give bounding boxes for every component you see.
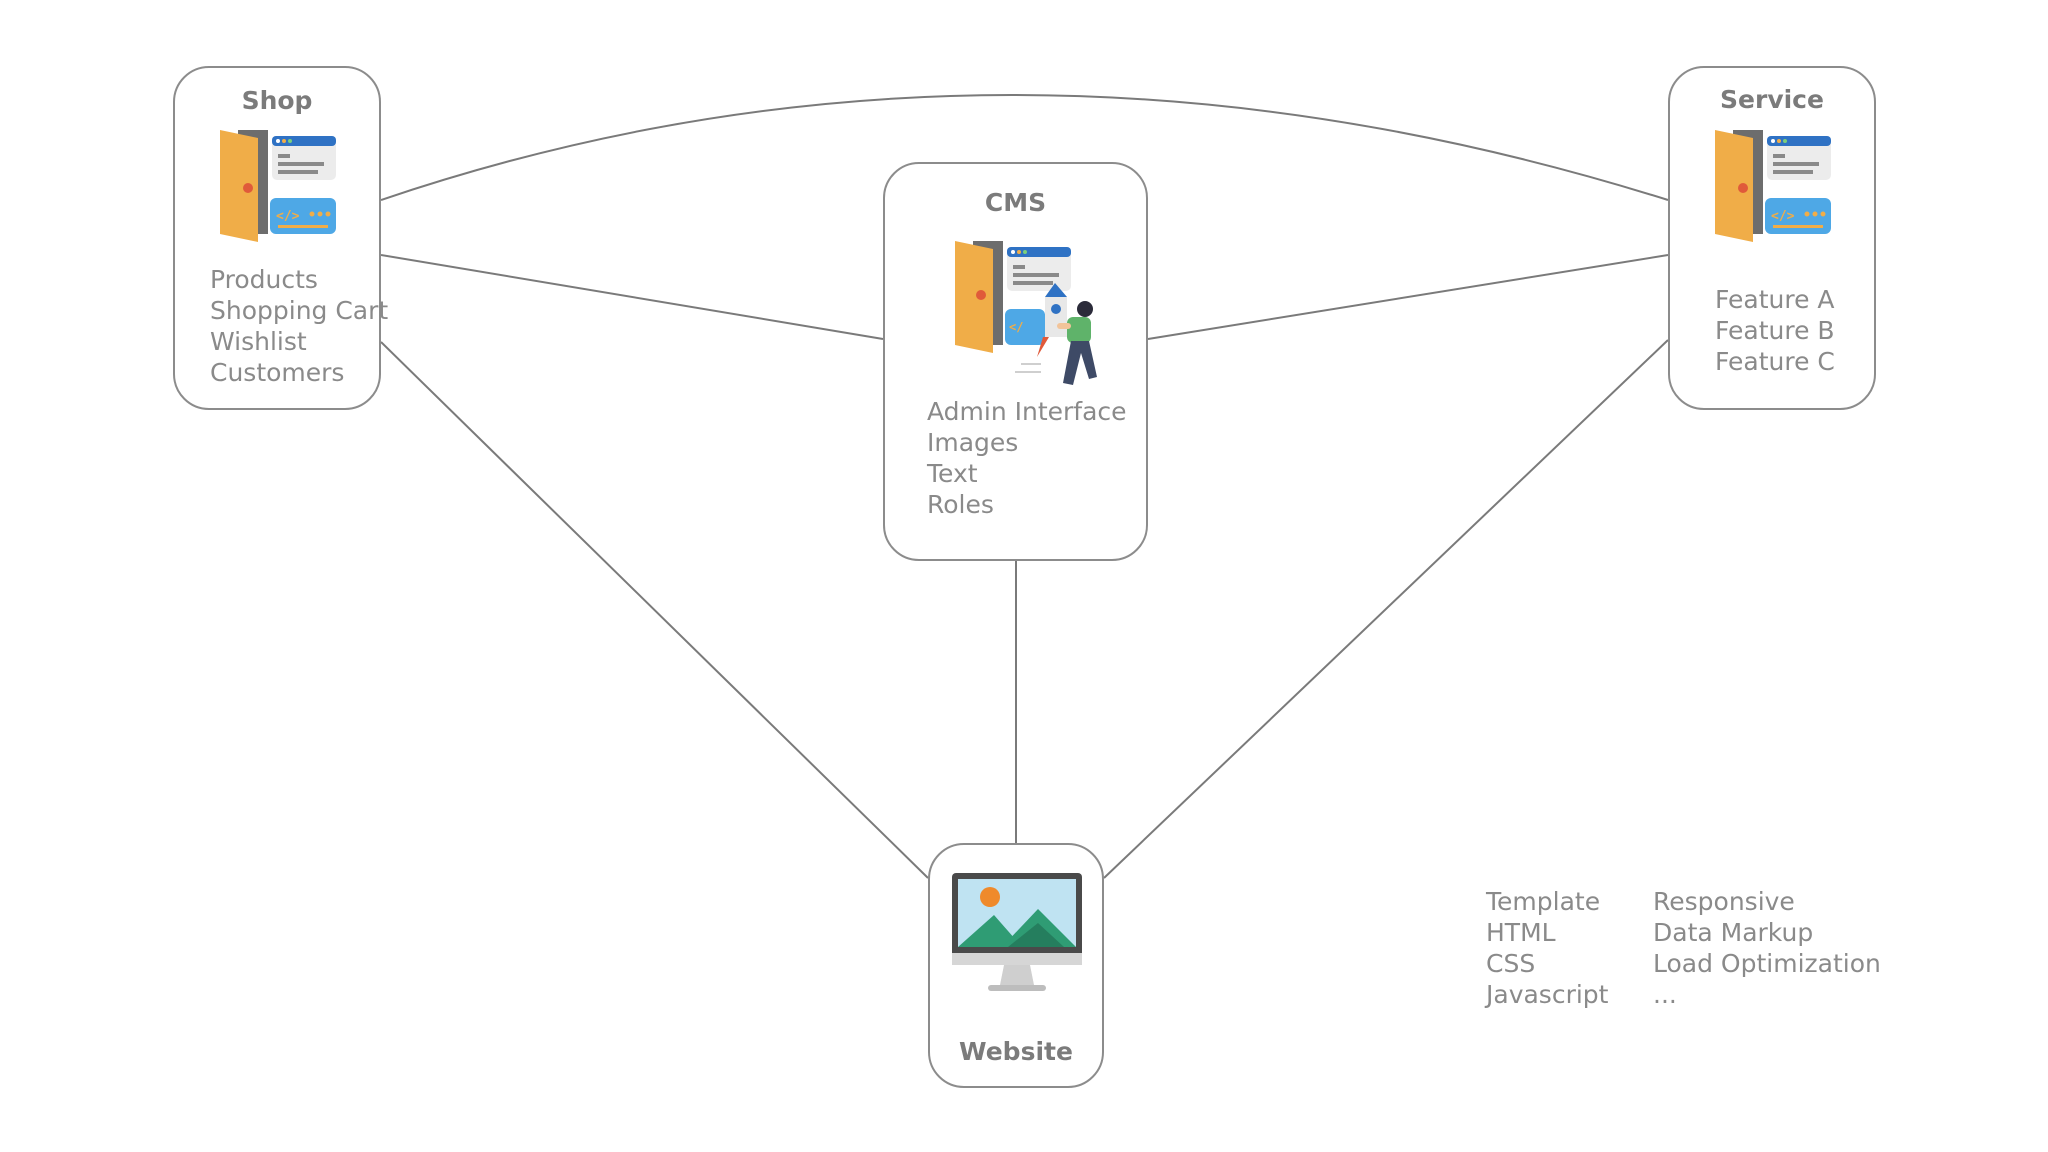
- cms-item-roles: Roles: [927, 490, 994, 519]
- connector-shop-website: [380, 341, 929, 879]
- service-items: Feature A Feature B Feature C: [1715, 284, 1835, 377]
- note-ellipsis: ...: [1653, 980, 1677, 1009]
- svg-text:</>: </>: [1771, 209, 1795, 224]
- note-css: CSS: [1486, 949, 1536, 978]
- shop-node: Shop </> Products Shopping Cart Wishlist…: [173, 66, 388, 410]
- note-javascript: Javascript: [1486, 980, 1609, 1009]
- monitor-landscape-icon: [952, 873, 1082, 991]
- service-item-feature-b: Feature B: [1715, 316, 1835, 345]
- notes-right: Responsive Data Markup Load Optimization…: [1653, 886, 1881, 1010]
- cms-item-images: Images: [927, 428, 1019, 457]
- door-code-window-icon: </>: [220, 130, 336, 242]
- service-item-feature-a: Feature A: [1715, 285, 1835, 314]
- service-item-feature-c: Feature C: [1715, 347, 1835, 376]
- note-html: HTML: [1486, 918, 1556, 947]
- website-node: Website: [928, 843, 1104, 1088]
- connector-cms-service: [1147, 254, 1669, 340]
- shop-items: Products Shopping Cart Wishlist Customer…: [210, 264, 388, 388]
- shop-item-customers: Customers: [210, 358, 345, 387]
- connector-service-website: [1103, 339, 1669, 879]
- door-code-window-icon: </>: [1715, 130, 1831, 242]
- svg-text:</>: </>: [276, 209, 300, 224]
- connector-shop-service: [380, 94, 1669, 201]
- connector-shop-cms: [380, 254, 884, 340]
- cms-item-admin-interface: Admin Interface: [927, 397, 1127, 426]
- service-title: Service: [1720, 85, 1824, 114]
- shop-title: Shop: [241, 86, 313, 115]
- website-title: Website: [959, 1037, 1073, 1066]
- door-code-window-rocket-person-icon: </: [955, 241, 1097, 385]
- shop-item-products: Products: [210, 265, 318, 294]
- notes-left: Template HTML CSS Javascript: [1486, 886, 1608, 1010]
- note-data-markup: Data Markup: [1653, 918, 1814, 947]
- cms-node: CMS </ Admin Interf: [883, 162, 1148, 561]
- note-template: Template: [1486, 887, 1601, 916]
- svg-text:</: </: [1009, 320, 1023, 334]
- service-node: Service </> Feature A Feature B Feature …: [1668, 66, 1876, 410]
- shop-item-wishlist: Wishlist: [210, 327, 307, 356]
- note-responsive: Responsive: [1653, 887, 1795, 916]
- shop-item-shopping-cart: Shopping Cart: [210, 296, 389, 325]
- cms-title: CMS: [984, 188, 1047, 217]
- cms-items: Admin Interface Images Text Roles: [927, 396, 1127, 520]
- note-load-optimization: Load Optimization: [1653, 949, 1881, 978]
- cms-item-text: Text: [927, 459, 978, 488]
